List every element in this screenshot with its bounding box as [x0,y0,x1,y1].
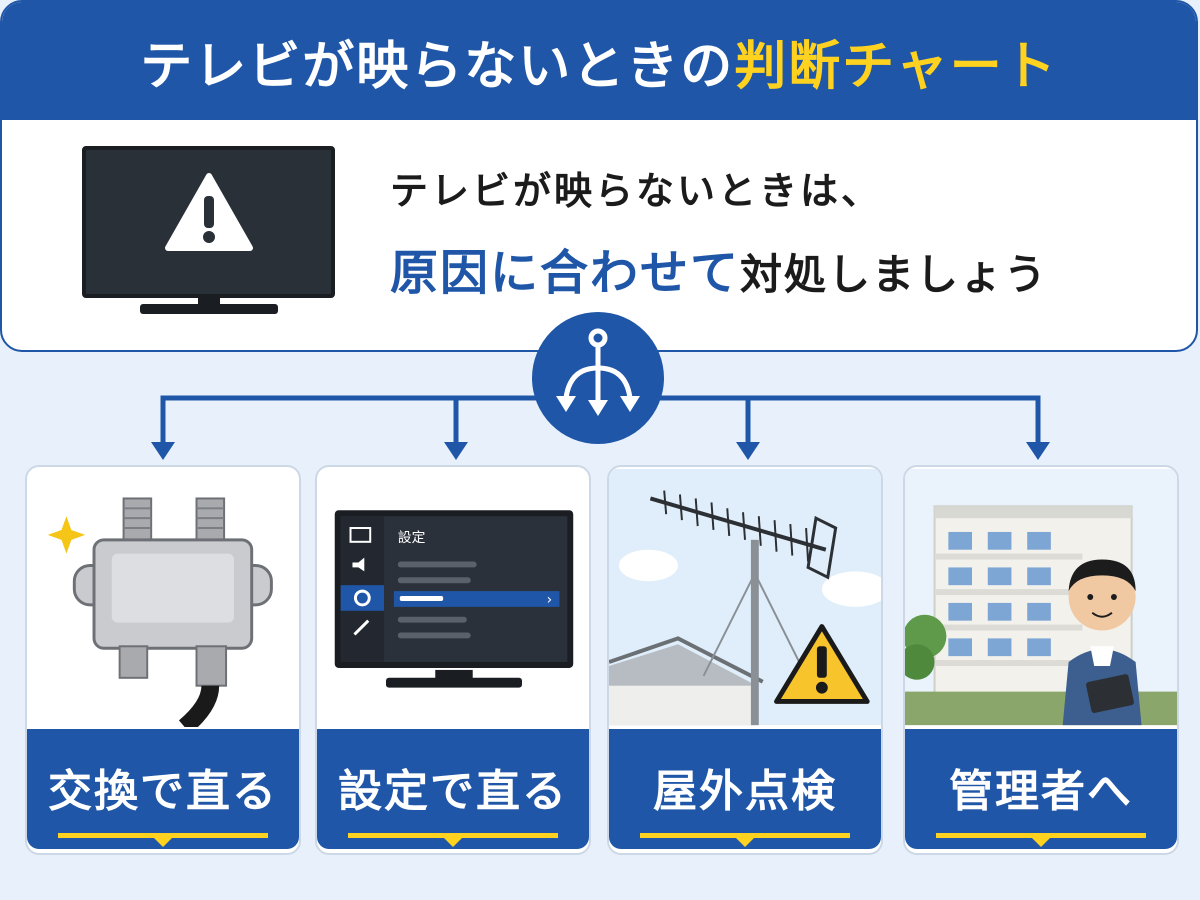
title-highlight: 判断チャート [734,36,1058,97]
title-main: テレビが映らないときの [140,36,735,97]
tv-stand [198,298,220,304]
message-line2: 原因に合わせて対処しましょう [390,233,1150,303]
message-rest: 対処しましょう [740,250,1049,299]
page-title: テレビが映らないときの判断チャート [2,2,1196,120]
chevron-down-icon [936,833,1146,847]
chevron-right-icon: › [547,592,553,608]
building-manager-icon [905,468,1177,726]
card-label: 設定で直る [317,729,589,849]
card-replace[interactable]: 交換で直る [25,465,301,855]
flow-connectors [151,312,1050,460]
settings-header: 設定 [398,530,426,546]
card-manager[interactable]: 管理者へ [903,465,1179,855]
arrow-down-icon [151,442,175,460]
warning-tv-icon [82,146,335,298]
warning-triangle-icon [165,173,253,251]
card-label-text: 設定で直る [338,766,568,817]
card-outdoor[interactable]: 屋外点検 [607,465,883,855]
chevron-down-icon [348,833,558,847]
chevron-down-icon [640,833,850,847]
branch-arrows-icon [532,312,664,444]
message-highlight: 原因に合わせて [390,245,741,301]
card-label-text: 屋外点検 [653,766,837,817]
card-label-text: 交換で直る [48,766,278,817]
splitter-icon [47,497,273,727]
card-label-text: 管理者へ [949,766,1133,817]
arrow-down-icon [1026,442,1050,460]
tv-stand-base [140,304,278,314]
card-settings[interactable]: 設定 › 設定で直る [315,465,591,855]
antenna-warning-icon [609,468,881,726]
arrow-down-icon [736,442,760,460]
message-line1: テレビが映らないときは、 [390,169,883,213]
chevron-down-icon [58,833,268,847]
card-label: 管理者へ [905,729,1177,849]
arrow-down-icon [444,442,468,460]
card-label: 交換で直る [27,729,299,849]
intro-message: テレビが映らないときは、 原因に合わせて対処しましょう [390,160,1150,303]
card-label: 屋外点検 [609,729,881,849]
tv-settings-icon: 設定 › [334,510,574,688]
